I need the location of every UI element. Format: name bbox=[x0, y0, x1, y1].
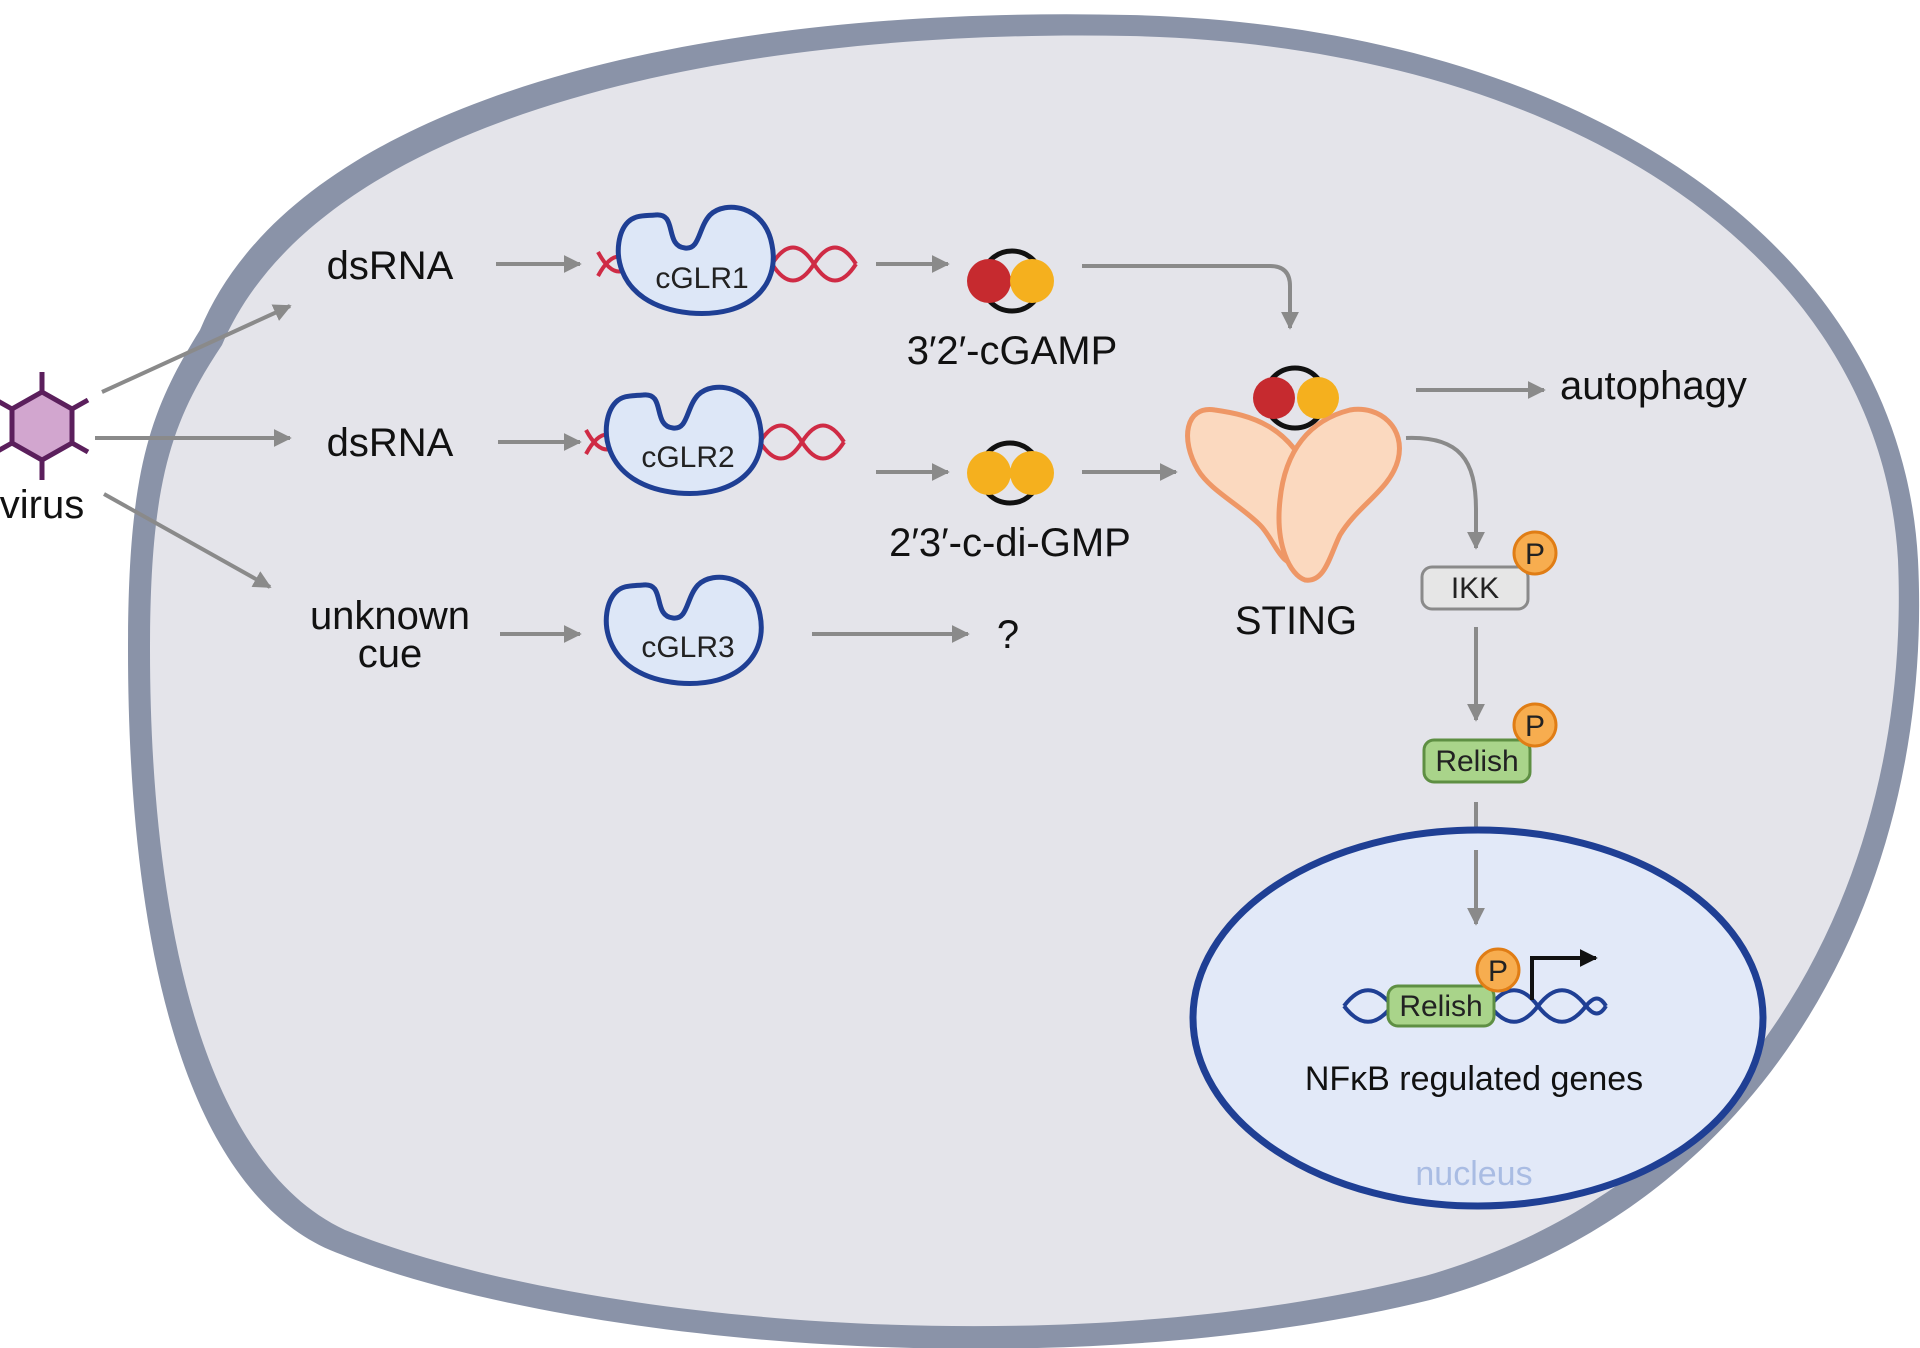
relish-phospho-label: P bbox=[1525, 710, 1545, 743]
relish-phospho-icon bbox=[1512, 702, 1558, 748]
unknown-cue-label-line1: unknown bbox=[310, 594, 470, 638]
transcription-start-arrow-icon bbox=[1530, 949, 1598, 1000]
arrow-virus-to-unknown-cue bbox=[103, 492, 272, 589]
pathway-2: dsRNA cGLR2 2′3′-c-di-GMP bbox=[327, 384, 1178, 565]
arrow-virus-to-dsrna1 bbox=[101, 304, 292, 394]
sting: STING bbox=[1185, 365, 1402, 643]
autophagy-label: autophagy bbox=[1560, 364, 1747, 408]
arrow-cgamp-to-sting bbox=[1082, 264, 1299, 330]
nuclear-relish-box bbox=[1386, 984, 1496, 1028]
cglr3-icon bbox=[603, 574, 764, 686]
relish: Relish P bbox=[1422, 702, 1558, 784]
nuclear-relish-label: Relish bbox=[1399, 990, 1482, 1023]
relish-box bbox=[1422, 738, 1532, 784]
virus-label: virus bbox=[0, 483, 84, 527]
nuclear-relish-phospho-label: P bbox=[1488, 955, 1508, 988]
cgamp-bound-to-sting-icon bbox=[1253, 365, 1339, 431]
ikk-label: IKK bbox=[1451, 572, 1499, 605]
nuclear-relish-phospho-icon bbox=[1475, 947, 1521, 993]
nucleus-label: nucleus bbox=[1415, 1155, 1532, 1193]
ikk-phospho-icon bbox=[1512, 530, 1558, 576]
dsrna-label-1: dsRNA bbox=[327, 244, 454, 288]
cglr2-icon bbox=[603, 384, 764, 496]
cglr1-icon bbox=[615, 204, 776, 316]
cglr1-label: cGLR1 bbox=[655, 262, 748, 295]
unknown-product-label: ? bbox=[997, 613, 1019, 657]
cdigmp-label: 2′3′-c-di-GMP bbox=[889, 521, 1131, 565]
sting-label: STING bbox=[1235, 599, 1357, 643]
ikk-box bbox=[1420, 565, 1530, 611]
ikk: IKK P bbox=[1420, 530, 1558, 611]
nucleus: Relish P NFκB regulated genes nucleus bbox=[1189, 826, 1767, 1210]
pathway-3: unknown cue cGLR3 ? bbox=[310, 574, 1019, 686]
virus: virus bbox=[0, 372, 90, 527]
relish-label: Relish bbox=[1435, 745, 1518, 778]
ikk-phospho-label: P bbox=[1525, 538, 1545, 571]
cyclic-dinucleotide-3-2-cgamp-icon bbox=[967, 248, 1054, 314]
dsrna-label-2: dsRNA bbox=[327, 421, 454, 465]
pathway-1: dsRNA cGLR1 3′2′-cGAMP bbox=[327, 204, 1299, 373]
arrow-sting-to-ikk bbox=[1405, 435, 1485, 550]
unknown-cue-label-line2: cue bbox=[358, 632, 423, 676]
nfkb-genes-label: NFκB regulated genes bbox=[1305, 1060, 1643, 1098]
cglr2-label: cGLR2 bbox=[641, 441, 734, 474]
virus-icon bbox=[0, 372, 90, 480]
cglr3-label: cGLR3 bbox=[641, 631, 734, 664]
cgamp-label: 3′2′-cGAMP bbox=[907, 329, 1118, 373]
cyclic-dinucleotide-2-3-cdigmp-icon bbox=[967, 440, 1054, 506]
sting-dimer-icon bbox=[1185, 406, 1402, 583]
